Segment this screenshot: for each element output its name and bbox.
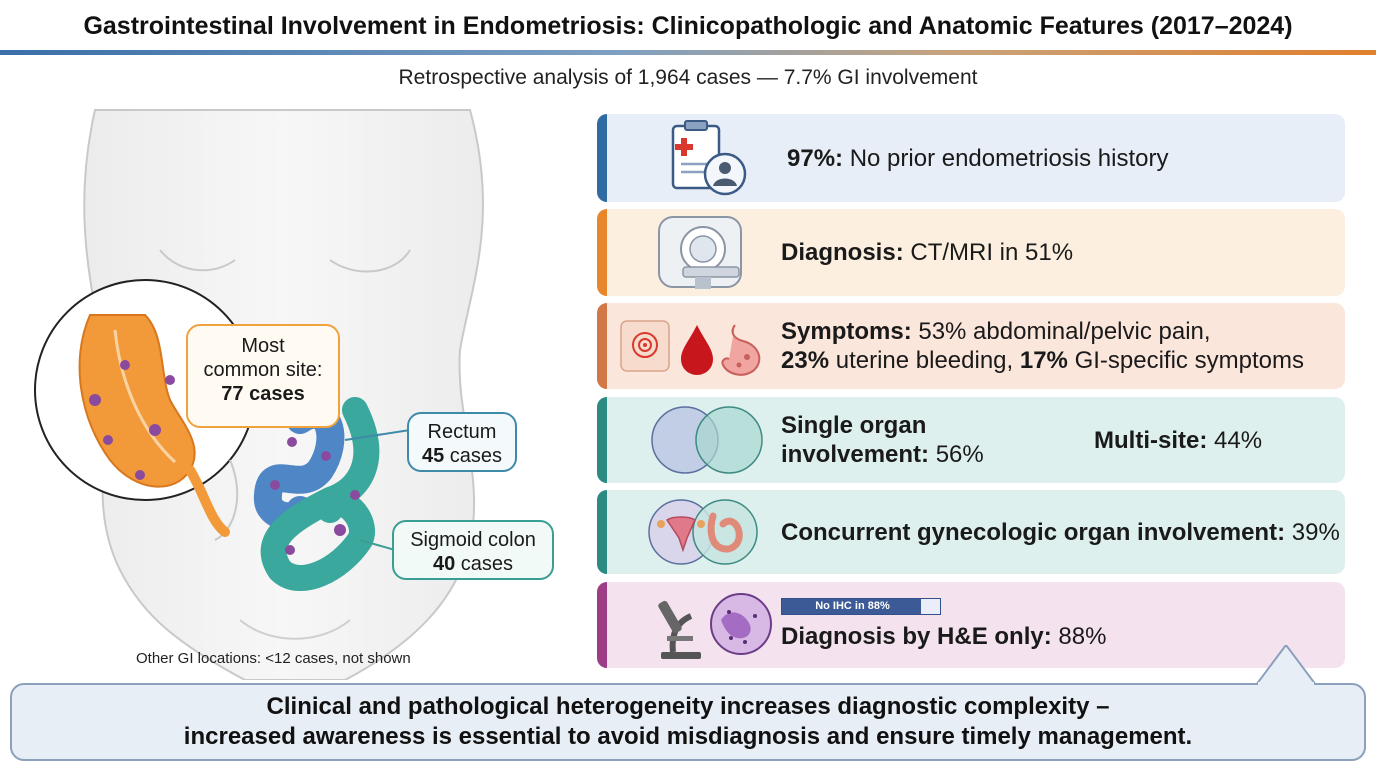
microscope-icon — [658, 593, 772, 659]
callout-common-line1: Most — [241, 335, 285, 357]
panel-4-text-multi: Multi-site: 44% — [1094, 426, 1263, 454]
callout-rectum-name: Rectum — [427, 421, 497, 443]
panel-5-text: Concurrent gynecologic organ involvement… — [781, 518, 1340, 546]
footnote: Other GI locations: <12 cases, not shown — [136, 650, 411, 667]
panel-gynecologic-involvement: Concurrent gynecologic organ involvement… — [597, 490, 1345, 574]
panel-accent — [597, 490, 607, 574]
callout-rectum-unit: cases — [449, 445, 503, 467]
subtitle: Retrospective analysis of 1,964 cases — … — [398, 66, 978, 89]
panel-2-text: Diagnosis: CT/MRI in 51% — [781, 239, 1074, 266]
page-title: Gastrointestinal Involvement in Endometr… — [83, 11, 1293, 40]
ct-scanner-icon — [658, 216, 742, 289]
panel-6-text: Diagnosis by H&E only: 88% — [781, 623, 1107, 650]
panel-4-text-single: Single organ involvement: 56% — [781, 412, 984, 468]
callout-rectum-value: 45 — [421, 445, 445, 467]
callout-rectum: Rectum 45 cases — [407, 412, 517, 472]
banner-line-2: increased awareness is essential to avoi… — [183, 723, 1193, 750]
panel-diagnosis-imaging: Diagnosis: CT/MRI in 51% — [597, 209, 1345, 296]
uterus-colon-icon — [648, 499, 758, 565]
panel-prior-history: 97%: No prior endometriosis history — [597, 114, 1345, 202]
symptoms-icon — [620, 320, 761, 376]
sigmoid-shape — [260, 397, 380, 592]
ihc-bar-label: No IHC in 88% — [815, 600, 890, 612]
panel-symptoms: Symptoms: 53% abdominal/pelvic pain, 23%… — [597, 303, 1345, 389]
callout-most-common-site: Most common site: 77 cases — [186, 324, 340, 428]
panel-1-text: 97%: No prior endometriosis history — [787, 144, 1169, 172]
callout-sigmoid-colon: Sigmoid colon 40 cases — [392, 520, 554, 580]
panel-accent — [597, 582, 607, 668]
callout-common-value: 77 cases — [221, 383, 305, 405]
title-divider — [0, 50, 1376, 55]
banner-line-1: Clinical and pathological heterogeneity … — [266, 693, 1110, 720]
banner-pointer-mask — [1258, 682, 1314, 688]
panel-accent — [597, 397, 607, 483]
conclusion-banner: Clinical and pathological heterogeneity … — [10, 683, 1366, 761]
panel-3-text: Symptoms: 53% abdominal/pelvic pain, 23%… — [781, 318, 1304, 374]
clipboard-patient-icon — [671, 120, 747, 196]
callout-sigmoid-unit: cases — [460, 553, 514, 575]
callout-sigmoid-value: 40 — [432, 553, 456, 575]
ihc-progress-bar: No IHC in 88% — [781, 598, 941, 615]
callout-common-line2: common site: — [203, 359, 323, 381]
panel-organ-involvement: Single organ involvement: 56% Multi-site… — [597, 397, 1345, 483]
panel-accent — [597, 114, 607, 202]
venn-icon — [651, 406, 763, 474]
callout-sigmoid-name: Sigmoid colon — [410, 529, 536, 551]
panel-he-diagnosis: No IHC in 88% Diagnosis by H&E only: 88% — [597, 582, 1345, 668]
ihc-progress-fill — [782, 599, 922, 614]
panel-accent — [597, 303, 607, 389]
panel-accent — [597, 209, 607, 296]
banner-pointer — [1256, 645, 1316, 685]
